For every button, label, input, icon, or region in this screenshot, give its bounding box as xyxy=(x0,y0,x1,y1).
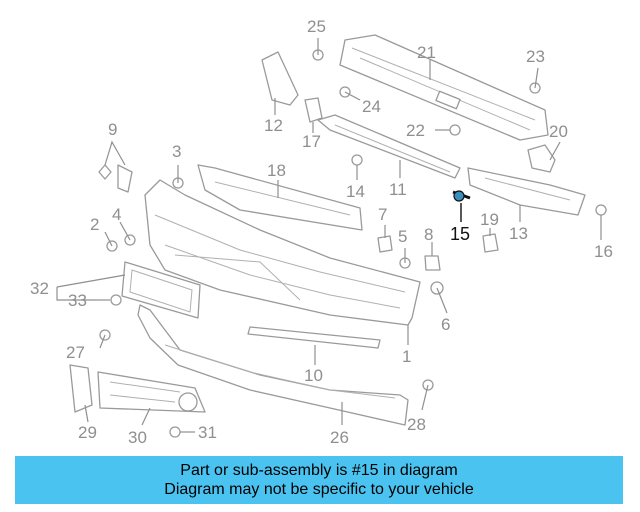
callout-22: 22 xyxy=(406,121,425,140)
callout-4: 4 xyxy=(112,205,121,224)
callout-14: 14 xyxy=(346,182,365,201)
callout-5: 5 xyxy=(398,227,407,246)
callout-17: 17 xyxy=(302,132,321,151)
banner-line-1: Part or sub-assembly is #15 in diagram xyxy=(180,462,458,479)
part-31-bolt xyxy=(169,426,181,438)
callout-11: 11 xyxy=(389,180,407,199)
part-9-clip-diamond xyxy=(98,164,112,180)
part-20-mount xyxy=(527,144,556,173)
part-22-bolt xyxy=(449,124,461,136)
part-14-bolt xyxy=(351,154,363,166)
callout-21: 21 xyxy=(417,43,436,62)
banner-line-2: Diagram may not be specific to your vehi… xyxy=(164,481,474,498)
callout-30: 30 xyxy=(128,428,147,447)
part-16-bolt xyxy=(595,204,607,216)
part-15-bolt-highlighted xyxy=(452,190,471,202)
callout-32: 32 xyxy=(30,279,49,298)
callout-15-highlighted: 15 xyxy=(450,224,470,244)
part-1-bumper-cover xyxy=(144,179,421,326)
callout-labels: 1 2 3 4 5 6 7 8 9 10 11 12 13 14 15 16 1… xyxy=(30,17,613,447)
part-19-clip xyxy=(482,233,499,253)
callout-18: 18 xyxy=(267,161,286,180)
leader-lines xyxy=(56,38,602,433)
part-12-side-bracket xyxy=(261,51,299,106)
callout-26: 26 xyxy=(330,428,349,447)
part-26-lower-valance xyxy=(137,304,409,426)
callout-1: 1 xyxy=(402,347,411,366)
callout-27: 27 xyxy=(66,343,85,362)
parts-diagram: 1 2 3 4 5 6 7 8 9 10 11 12 13 14 15 16 1… xyxy=(30,17,613,447)
callout-24: 24 xyxy=(362,97,381,116)
info-banner: Part or sub-assembly is #15 in diagram D… xyxy=(15,456,623,504)
callout-28: 28 xyxy=(407,415,426,434)
part-17-bracket xyxy=(304,97,323,123)
part-33-screw xyxy=(110,294,122,306)
part-9-clip xyxy=(117,164,133,193)
callout-3: 3 xyxy=(172,142,181,161)
part-8-clip xyxy=(424,255,441,271)
part-11-absorber xyxy=(317,114,461,179)
part-29-grille-trim xyxy=(69,364,93,413)
callout-25: 25 xyxy=(307,17,326,36)
callout-12: 12 xyxy=(264,116,283,135)
callout-20: 20 xyxy=(549,122,568,141)
callout-7: 7 xyxy=(378,205,387,224)
part-18-upper-cover xyxy=(197,164,363,231)
callout-29: 29 xyxy=(78,423,97,442)
part-7-clip xyxy=(377,235,393,253)
callout-16: 16 xyxy=(594,242,613,261)
callout-10: 10 xyxy=(304,366,323,385)
callout-23: 23 xyxy=(526,47,545,66)
callout-8: 8 xyxy=(424,225,433,244)
part-32-license-bracket xyxy=(121,261,201,319)
part-13-bracket xyxy=(467,167,586,216)
part-21-reinforcement xyxy=(339,34,549,141)
callout-31: 31 xyxy=(198,423,217,442)
callout-9: 9 xyxy=(108,120,117,139)
part-10-molding xyxy=(247,326,381,349)
callout-33: 33 xyxy=(68,291,87,310)
callout-13: 13 xyxy=(509,224,528,243)
diagram-canvas: 1 2 3 4 5 6 7 8 9 10 11 12 13 14 15 16 1… xyxy=(30,17,613,447)
part-30-fog-grille xyxy=(97,371,206,413)
callout-2: 2 xyxy=(90,215,99,234)
callout-6: 6 xyxy=(441,315,450,334)
callout-19: 19 xyxy=(480,210,499,229)
